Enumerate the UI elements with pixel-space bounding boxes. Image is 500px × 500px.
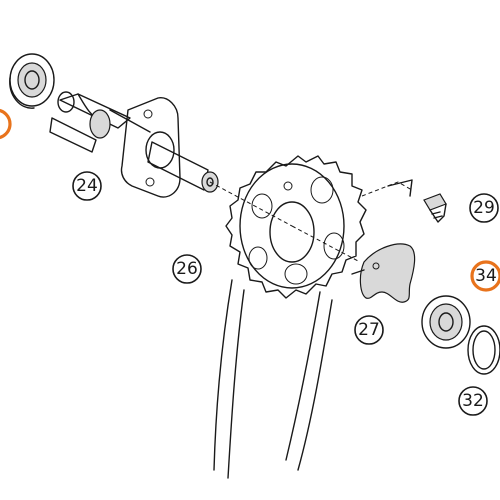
callout-offscreen-highlight [0,108,12,140]
svg-text:24: 24 [76,176,98,196]
svg-text:29: 29 [473,198,495,218]
sprocket [209,155,367,299]
bearing-right [421,295,471,349]
bolt [423,193,447,223]
callout-27: 27 [354,315,384,345]
shaft-assembly [49,91,219,198]
tensioner-pad [351,243,416,303]
callout-24: 24 [72,171,102,201]
callout-29: 29 [469,193,499,223]
svg-text:26: 26 [176,259,198,279]
svg-text:32: 32 [462,391,484,411]
callout-32: 32 [458,386,488,416]
bearing-top-left [9,53,55,109]
callout-26: 26 [172,254,202,284]
snap-ring [467,325,500,375]
svg-text:34: 34 [475,266,497,286]
callout-34: 34 [470,260,500,292]
svg-text:27: 27 [358,320,380,340]
